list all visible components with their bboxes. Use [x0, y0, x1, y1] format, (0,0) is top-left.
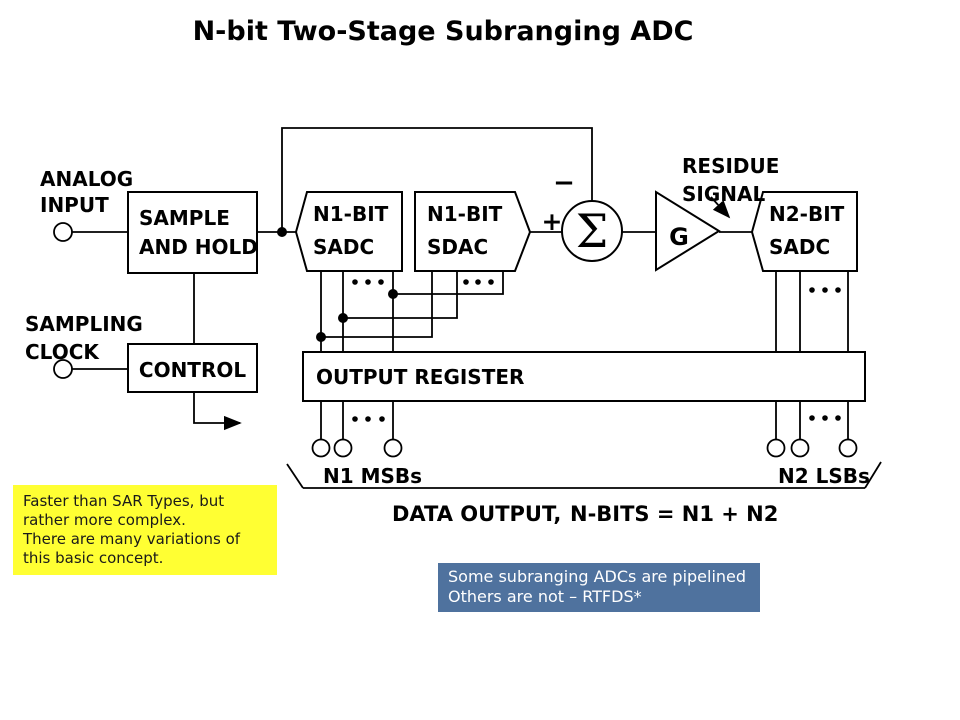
data-output-terminals: [311, 438, 858, 458]
control-label: CONTROL: [138, 358, 247, 382]
yellow-note: Faster than SAR Types, but rather more c…: [13, 485, 277, 575]
sigma-symbol: Σ: [575, 204, 609, 258]
n1-sdac-label: N1-BIT SDAC: [427, 202, 503, 259]
sadc-to-sdac-branches: [321, 271, 504, 338]
output-register-label: OUTPUT REGISTER: [316, 365, 525, 389]
ellipsis-dots: [352, 279, 841, 422]
n1-sadc-label: N1-BIT SADC: [313, 202, 389, 259]
junction-dots: [277, 227, 398, 342]
blue-note: Some subranging ADCs are pipelined Other…: [438, 563, 760, 612]
minus-sign: −: [553, 168, 575, 198]
data-output-bus: [286, 461, 882, 489]
n2-sadc-bit-wires: [775, 271, 849, 352]
gain-triangle: [655, 190, 721, 272]
register-output-wires: [320, 401, 849, 439]
n2-sadc-label: N2-BIT SADC: [769, 202, 845, 259]
nbits-formula-label: N-BITS = N1 + N2: [570, 502, 779, 526]
feedback-wire: [281, 127, 593, 232]
gain-label: G: [669, 223, 689, 251]
sampling-clock-label: SAMPLING CLOCK: [25, 312, 143, 364]
residue-arrow: [710, 196, 731, 219]
n1-sadc-shape: [294, 191, 403, 272]
page-title: N-bit Two-Stage Subranging ADC: [192, 16, 694, 47]
n2-sadc-shape: [750, 191, 858, 272]
summing-junction-circle: [561, 200, 623, 262]
residue-signal-label: RESIDUE SIGNAL: [682, 154, 780, 206]
control-box: [127, 343, 258, 393]
analog-input-label: ANALOG INPUT: [40, 167, 134, 217]
plus-sign: +: [541, 207, 563, 236]
n1-sdac-shape: [414, 191, 532, 272]
data-output-label: DATA OUTPUT,: [392, 502, 562, 526]
analog-input-terminal: [53, 222, 73, 242]
control-output-arrow: [193, 392, 242, 431]
sample-and-hold-label: SAMPLE AND HOLD: [139, 206, 258, 259]
output-register-box: [302, 351, 866, 402]
n1-msbs-label: N1 MSBs: [323, 464, 423, 488]
n2-lsbs-label: N2 LSBs: [778, 464, 870, 488]
